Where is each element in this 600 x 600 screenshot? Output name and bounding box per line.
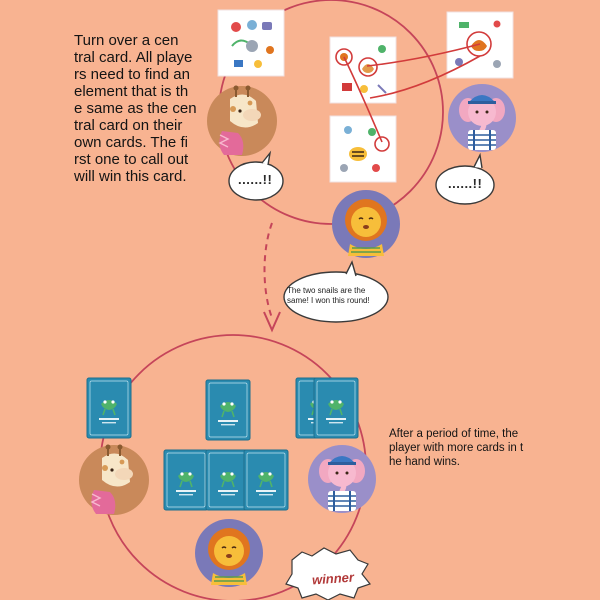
instructions-bottom: After a period of time, the player with … [389,428,524,468]
lion-avatar-bottom [194,518,264,588]
central-card [329,36,397,104]
left-call-text: ......!! [238,172,273,187]
card-back-left [86,377,132,439]
card-back-middle-3 [243,449,289,511]
flow-arrow [263,222,273,319]
match-line-3 [369,55,481,99]
right-call-bubble [435,152,495,205]
lion-speech-bubble [283,260,389,323]
winner-label: winner [311,569,355,588]
winner-badge [285,547,372,600]
card-back-middle-2 [205,449,251,511]
left-call-bubble [228,150,284,201]
player-card-right [446,11,514,79]
right-call-text: ......!! [448,176,483,191]
flow-arrow-head [263,311,281,333]
instructions-top: Turn over a cen tral card. All playe rs … [74,32,197,185]
card-back-right-2 [313,377,359,439]
player-card-lower [329,115,397,183]
giraffe-avatar-bottom [78,443,150,516]
card-back-middle-1 [163,449,209,511]
elephant-avatar-top [448,84,516,152]
elephant-avatar-bottom [308,445,376,513]
lion-speech-text: The two snails are the same! I won this … [287,286,370,305]
card-back-center-top [205,379,251,441]
match-line-1 [366,43,481,67]
lion-avatar-top [331,189,401,259]
player-card-left [217,9,285,77]
match-line-2 [343,56,383,143]
giraffe-avatar-top [206,84,278,157]
